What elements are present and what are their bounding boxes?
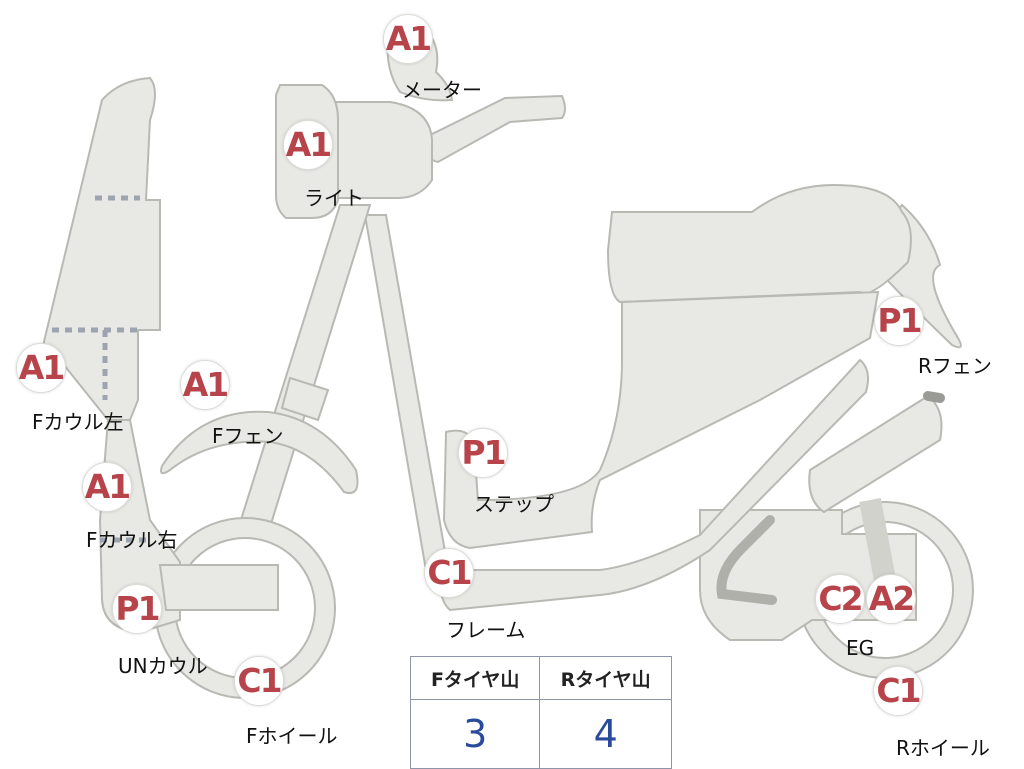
f-tire-tread-header: Fタイヤ山: [409, 656, 541, 700]
down-tube-shape: [363, 214, 452, 584]
f-wheel-label: Fホイール: [246, 724, 338, 748]
f-cowl-left-grade-badge[interactable]: A1: [16, 343, 66, 393]
front-fender-shape: [160, 410, 359, 494]
headset-shape: [321, 101, 433, 199]
eg-label: EG: [846, 636, 875, 660]
frame-label: フレーム: [446, 618, 526, 642]
front-cowl-upper-shape: [40, 76, 161, 421]
r-wheel-grade-badge[interactable]: C1: [873, 666, 923, 716]
un-cowl-grade-badge[interactable]: P1: [112, 584, 162, 634]
f-tire-tread-value: 3: [409, 699, 541, 769]
f-cowl-right-label: Fカウル右: [86, 528, 178, 552]
r-tire-tread-header: Rタイヤ山: [539, 656, 672, 700]
f-cowl-right-grade-badge[interactable]: A1: [82, 462, 132, 512]
r-fender-label: Rフェン: [918, 354, 992, 378]
rear-suspension-shape: [808, 394, 943, 514]
light-grade-badge[interactable]: A1: [283, 120, 333, 170]
rear-strut: [859, 497, 896, 583]
meter-label: メーター: [402, 78, 482, 102]
step-grade-badge[interactable]: P1: [458, 428, 508, 478]
f-fender-grade-badge[interactable]: A1: [180, 360, 230, 410]
r-wheel-label: Rホイール: [896, 736, 990, 760]
step-label: ステップ: [474, 492, 554, 516]
frame-grade-badge[interactable]: C1: [424, 548, 474, 598]
r-tire-tread-value: 4: [539, 699, 672, 769]
r-fender-grade-badge[interactable]: P1: [874, 296, 924, 346]
un-cowl-label: UNカウル: [118, 654, 208, 678]
rear-shock-rod: [923, 391, 945, 403]
eg-grade-badge-2[interactable]: A2: [866, 574, 916, 624]
f-cowl-left-label: Fカウル左: [32, 410, 124, 434]
f-fender-label: Fフェン: [212, 424, 284, 448]
table-value-row: 3 4: [409, 699, 672, 769]
handlebar-shape: [418, 94, 566, 164]
engine-pipe: [716, 515, 777, 605]
table-header-row: Fタイヤ山 Rタイヤ山: [409, 656, 672, 700]
under-cowl-shape: [158, 564, 279, 611]
frame-rail-shape: [438, 358, 869, 612]
seat-body-shape: [606, 183, 912, 304]
f-wheel-grade-badge[interactable]: C1: [234, 656, 284, 706]
tire-tread-table: Fタイヤ山 Rタイヤ山 3 4: [409, 656, 672, 769]
eg-grade-badge-1[interactable]: C2: [815, 574, 865, 624]
fork-collar-shape: [280, 376, 330, 422]
meter-grade-badge[interactable]: A1: [383, 14, 433, 64]
light-label: ライト: [304, 186, 364, 210]
